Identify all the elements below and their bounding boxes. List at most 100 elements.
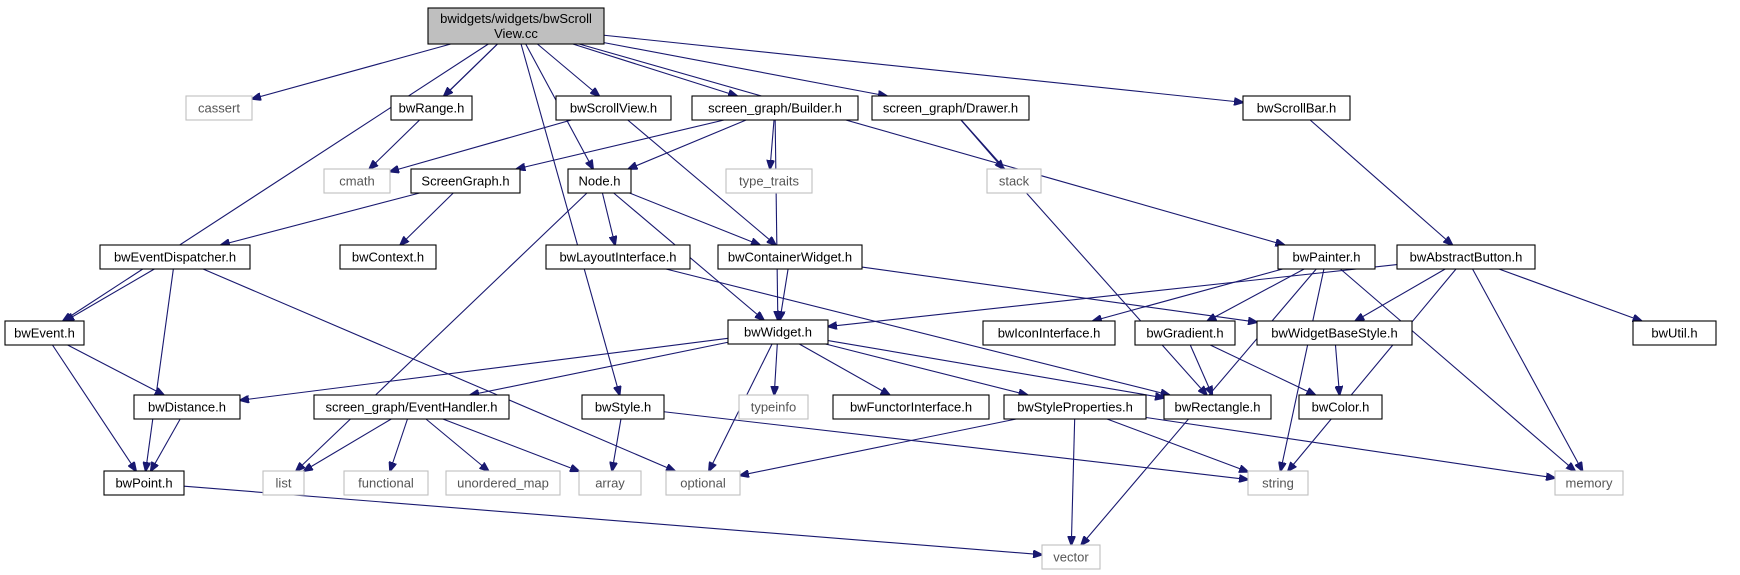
node-bwcolor-h[interactable]: bwColor.h: [1298, 394, 1383, 420]
node-label: bwScrollBar.h: [1257, 101, 1336, 116]
node-bwutil-h[interactable]: bwUtil.h: [1632, 320, 1717, 346]
node-string: string: [1247, 470, 1309, 496]
node-bwrectangle-h[interactable]: bwRectangle.h: [1163, 394, 1272, 420]
node-label: unordered_map: [457, 476, 549, 491]
node-node-h[interactable]: Node.h: [567, 168, 632, 194]
edge-bwabstractbutton-h-to-string: [1288, 268, 1457, 471]
edge-bwidgets-widgets-bwscrollview-cc-to-bwrange-h: [444, 43, 498, 96]
node-box: [691, 95, 859, 121]
node-label: bwEventDispatcher.h: [114, 250, 236, 265]
node-bwwidgetbasestyle-h[interactable]: bwWidgetBaseStyle.h: [1256, 320, 1413, 346]
node-label: screen_graph/Drawer.h: [883, 101, 1018, 116]
node-label: stack: [999, 174, 1030, 189]
edge-bwwidget-h-to-bwrectangle-h: [827, 339, 1164, 398]
node-box: [1277, 244, 1376, 270]
node-box: [427, 7, 605, 45]
node-label: bwPoint.h: [115, 476, 172, 491]
edge-node-h-to-bwcontainerwidget-h: [629, 192, 760, 245]
node-memory: memory: [1554, 470, 1624, 496]
node-label: screen_graph/Builder.h: [708, 101, 842, 116]
node-box: [1242, 95, 1351, 121]
edge-bwgradient-h-to-bwcolor-h: [1209, 344, 1315, 395]
node-box: [982, 320, 1116, 346]
edge-bwevent-h-to-bwdistance-h: [67, 344, 164, 395]
node-bwstyleproperties-h[interactable]: bwStyleProperties.h: [1003, 394, 1147, 420]
node-box: [185, 95, 253, 121]
edge-bwgradient-h-to-bwrectangle-h: [1189, 344, 1212, 395]
edge-bwabstractbutton-h-to-memory: [1472, 268, 1583, 471]
node-bwgradient-h[interactable]: bwGradient.h: [1134, 320, 1236, 346]
node-bwscrollview-h[interactable]: bwScrollView.h: [555, 95, 672, 121]
node-label: bwFunctorInterface.h: [850, 400, 972, 415]
node-label: list: [276, 476, 292, 491]
node-label: bwContainerWidget.h: [728, 250, 852, 265]
node-bwevent-h[interactable]: bwEvent.h: [4, 320, 85, 346]
edge-bwwidget-h-to-screen-graph-eventhandler-h: [470, 341, 729, 395]
node-box: [103, 470, 185, 496]
edge-bwabstractbutton-h-to-bwutil-h: [1498, 268, 1642, 321]
node-list: list: [262, 470, 305, 496]
edge-bweventdispatcher-h-to-bwevent-h: [65, 268, 155, 321]
node-label: bwidgets/widgets/bwScroll: [440, 11, 592, 26]
node-label: bwEvent.h: [14, 326, 75, 341]
edge-screen-graph-builder-h-to-node-h: [628, 119, 747, 169]
node-box: [262, 470, 305, 496]
node-vector: vector: [1041, 544, 1101, 570]
node-bweventdispatcher-h[interactable]: bwEventDispatcher.h: [99, 244, 251, 270]
node-box: [1298, 394, 1383, 420]
node-label: string: [1262, 476, 1294, 491]
edge-screen-graph-eventhandler-h-to-array: [442, 418, 579, 471]
node-label: bwColor.h: [1312, 400, 1370, 415]
node-box: [545, 244, 691, 270]
edge-bwscrollbar-h-to-bwabstractbutton-h: [1309, 119, 1452, 245]
edge-bwpainter-h-to-string: [1281, 268, 1325, 471]
node-label: bwAbstractButton.h: [1410, 250, 1523, 265]
node-bwrange-h[interactable]: bwRange.h: [390, 95, 473, 121]
node-bwdistance-h[interactable]: bwDistance.h: [133, 394, 241, 420]
node-label: memory: [1566, 476, 1613, 491]
edge-bwabstractbutton-h-to-bwwidgetbasestyle-h: [1355, 268, 1446, 321]
edge-screen-graph-builder-h-to-screengraph-h: [516, 119, 725, 169]
node-label: array: [595, 476, 625, 491]
node-typeinfo: typeinfo: [738, 394, 809, 420]
edge-bweventdispatcher-h-to-bwpoint-h: [146, 268, 174, 471]
node-box: [1041, 544, 1101, 570]
node-cmath: cmath: [323, 168, 391, 194]
node-label: bwGradient.h: [1146, 326, 1223, 341]
node-type-traits: type_traits: [725, 168, 813, 194]
node-box: [99, 244, 251, 270]
node-screengraph-h[interactable]: ScreenGraph.h: [410, 168, 521, 194]
node-bwiconinterface-h[interactable]: bwIconInterface.h: [982, 320, 1116, 346]
node-bwpoint-h[interactable]: bwPoint.h: [103, 470, 185, 496]
node-box: [578, 470, 642, 496]
node-label: cmath: [339, 174, 374, 189]
node-screen-graph-eventhandler-h[interactable]: screen_graph/EventHandler.h: [313, 394, 510, 420]
edge-bwidgets-widgets-bwscrollview-cc-to-bwpainter-h: [579, 43, 1284, 245]
edge-bwidgets-widgets-bwscrollview-cc-to-bwscrollview-h: [537, 43, 599, 96]
node-bwcontainerwidget-h[interactable]: bwContainerWidget.h: [717, 244, 863, 270]
node-bwscrollbar-h[interactable]: bwScrollBar.h: [1242, 95, 1351, 121]
node-bwwidget-h[interactable]: bwWidget.h: [727, 319, 829, 345]
node-bwpainter-h[interactable]: bwPainter.h: [1277, 244, 1376, 270]
node-bwidgets-widgets-bwscrollview-cc[interactable]: bwidgets/widgets/bwScrollView.cc: [427, 7, 605, 45]
node-box: [1134, 320, 1236, 346]
edge-bwidgets-widgets-bwscrollview-cc-to-cassert: [252, 43, 451, 99]
node-box: [323, 168, 391, 194]
edge-bwwidgetbasestyle-h-to-bwcolor-h: [1335, 344, 1339, 395]
node-box: [727, 319, 829, 345]
node-box: [581, 394, 665, 420]
node-screen-graph-builder-h[interactable]: screen_graph/Builder.h: [691, 95, 859, 121]
node-label: screen_graph/EventHandler.h: [325, 400, 497, 415]
node-screen-graph-drawer-h[interactable]: screen_graph/Drawer.h: [871, 95, 1030, 121]
node-label: typeinfo: [751, 400, 797, 415]
node-bwcontext-h[interactable]: bwContext.h: [339, 244, 437, 270]
node-label: bwLayoutInterface.h: [559, 250, 676, 265]
node-box: [832, 394, 990, 420]
edge-node-h-to-bwlayoutinterface-h: [601, 192, 615, 245]
node-bwabstractbutton-h[interactable]: bwAbstractButton.h: [1396, 244, 1536, 270]
node-bwfunctorinterface-h[interactable]: bwFunctorInterface.h: [832, 394, 990, 420]
node-box: [1632, 320, 1717, 346]
nodes-layer: bwidgets/widgets/bwScrollView.cc bwEvent.…: [4, 7, 1717, 570]
node-bwlayoutinterface-h[interactable]: bwLayoutInterface.h: [545, 244, 691, 270]
node-bwstyle-h[interactable]: bwStyle.h: [581, 394, 665, 420]
